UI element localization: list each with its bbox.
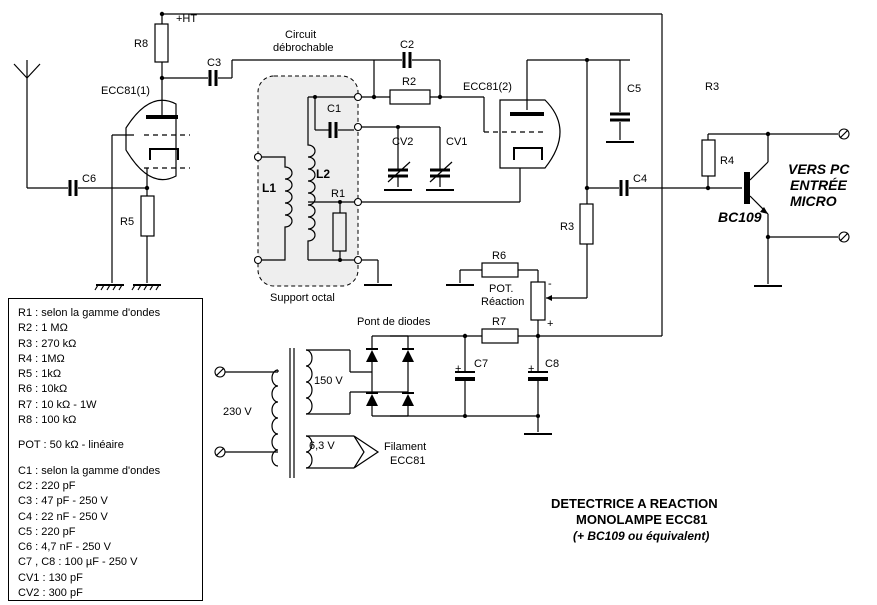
v150-label: 150 V — [314, 375, 343, 387]
c2-label: C2 — [400, 39, 414, 51]
c8-plus: + — [528, 363, 534, 375]
legend-capacitor: CV1 : 130 pF — [18, 571, 83, 584]
r8-label: R8 — [134, 38, 148, 50]
out-label-2: ENTRÉE — [790, 177, 847, 193]
r7-label: R7 — [492, 316, 506, 328]
r3-resistor — [579, 203, 594, 245]
title-line-1: DETECTRICE A REACTION — [551, 496, 718, 511]
legend-capacitor: C3 : 47 pF - 250 V — [18, 495, 108, 508]
pot-minus: - — [548, 278, 552, 290]
ground-symbol — [94, 284, 124, 291]
r3-top-label: R3 — [705, 81, 719, 93]
r2-label: R2 — [402, 76, 416, 88]
out-label-1: VERS PC — [788, 161, 850, 177]
legend-resistor: R5 : 1kΩ — [18, 368, 62, 381]
antenna-symbol — [13, 60, 68, 189]
title-line-2: MONOLAMPE ECC81 — [576, 512, 707, 527]
r8-resistor — [154, 23, 169, 63]
c7-plus: + — [455, 363, 461, 375]
tube2-label: ECC81(2) — [463, 81, 512, 93]
pot-resistor — [530, 281, 546, 321]
c4-label: C4 — [633, 173, 647, 185]
output-terminal-bottom — [838, 231, 850, 243]
diode-bridge — [366, 335, 414, 417]
reaction-label: Réaction — [481, 296, 524, 308]
v63-label: 6,3 V — [309, 440, 335, 452]
r6-resistor — [481, 262, 519, 278]
l2-coil — [307, 96, 354, 261]
r1-label: R1 — [331, 188, 345, 200]
legend-capacitor: CV2 : 300 pF — [18, 587, 83, 600]
ht-label: +HT — [176, 13, 197, 25]
legend-capacitor: C5 : 220 pF — [18, 525, 76, 538]
c5-label: C5 — [627, 83, 641, 95]
r4-label: R4 — [720, 155, 734, 167]
legend-resistor: R4 : 1MΩ — [18, 352, 65, 365]
transformer — [271, 348, 313, 478]
pot-label: POT. — [489, 283, 513, 295]
r3-label: R3 — [560, 221, 574, 233]
r2-resistor — [389, 89, 431, 105]
l2-label: L2 — [316, 167, 330, 181]
tube1-symbol — [125, 99, 190, 181]
legend-pot: POT : 50 kΩ - linéaire — [18, 439, 124, 452]
legend-capacitor: C2 : 220 pF — [18, 479, 76, 492]
support-label: Support octal — [270, 292, 335, 304]
mains-terminal-top — [214, 366, 226, 378]
r5-resistor — [140, 195, 155, 237]
ground-symbol — [131, 284, 161, 291]
v230-label: 230 V — [223, 406, 252, 418]
cv2-label: CV2 — [392, 136, 413, 148]
pot-plus: + — [547, 318, 553, 330]
diodes-label: Pont de diodes — [357, 316, 431, 328]
circuit-label-1: Circuit — [285, 29, 316, 41]
legend-capacitor: C1 : selon la gamme d'ondes — [18, 464, 161, 477]
filament-label-1: Filament — [384, 441, 426, 453]
filament-label-2: ECC81 — [390, 455, 425, 467]
legend-resistor: R8 : 100 kΩ — [18, 414, 77, 427]
r6-label: R6 — [492, 250, 506, 262]
l1-coil — [262, 156, 293, 261]
legend-capacitor: C4 : 22 nF - 250 V — [18, 510, 108, 523]
output-terminal-top — [838, 128, 850, 140]
title-line-3: (+ BC109 ou équivalent) — [573, 529, 709, 543]
c1-label: C1 — [327, 103, 341, 115]
c8-label: C8 — [545, 358, 559, 370]
c6-label: C6 — [82, 173, 96, 185]
legend-resistor: R1 : selon la gamme d'ondes — [18, 307, 161, 319]
bc109-transistor — [744, 134, 769, 284]
legend-resistor: R3 : 270 kΩ — [18, 337, 77, 350]
legend-capacitor: C7 , C8 : 100 µF - 250 V — [18, 556, 138, 569]
cv1-label: CV1 — [446, 136, 467, 148]
tube1-label: ECC81(1) — [101, 85, 150, 97]
component-legend: R1 : selon la gamme d'ondes R2 : 1 MΩ R3… — [8, 298, 203, 601]
legend-resistor: R7 : 10 kΩ - 1W — [18, 398, 97, 411]
legend-resistor: R2 : 1 MΩ — [18, 322, 68, 335]
legend-capacitor: C6 : 4,7 nF - 250 V — [18, 541, 111, 554]
r4-resistor — [701, 139, 716, 177]
c7-label: C7 — [474, 358, 488, 370]
r5-label: R5 — [120, 216, 134, 228]
c3-label: C3 — [207, 57, 221, 69]
tube2-symbol — [484, 60, 561, 169]
r7-resistor — [481, 328, 519, 344]
mains-terminal-bottom — [214, 446, 226, 458]
out-label-3: MICRO — [790, 193, 837, 209]
legend-resistor: R6 : 10kΩ — [18, 383, 68, 396]
bc109-label: BC109 — [718, 209, 762, 225]
l1-label: L1 — [262, 181, 276, 195]
circuit-label-2: débrochable — [273, 42, 334, 54]
